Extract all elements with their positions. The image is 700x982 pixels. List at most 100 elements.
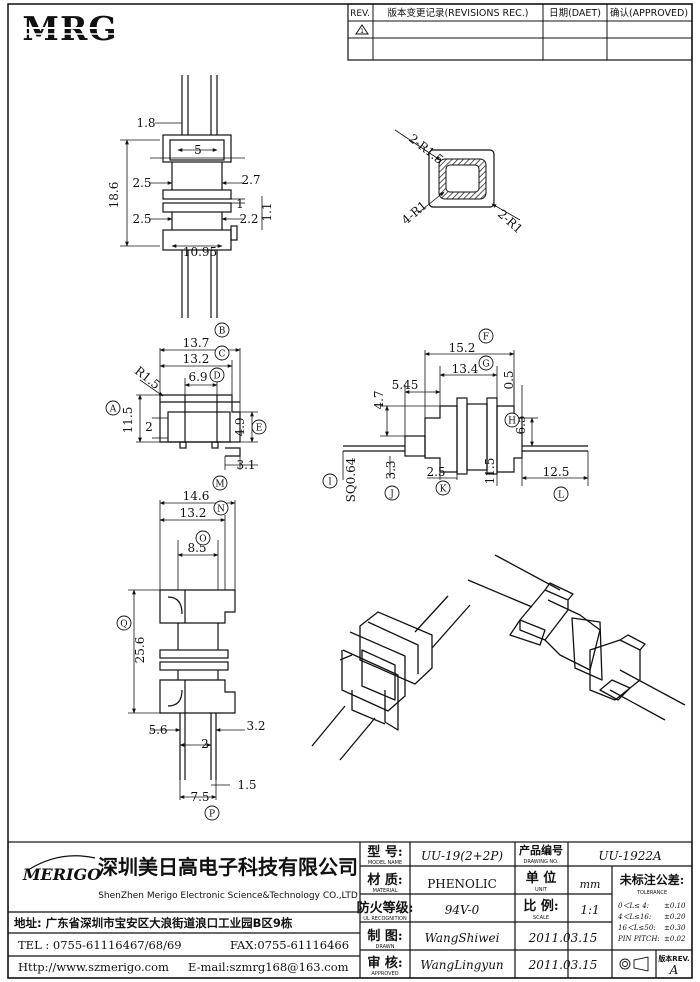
svg-text:11.5: 11.5 (483, 458, 497, 485)
svg-text:2: 2 (145, 420, 153, 434)
svg-text:L: L (558, 491, 564, 501)
circle-label-j: J (384, 485, 400, 501)
projection-symbol-icon (619, 956, 649, 972)
svg-text:G: G (482, 360, 489, 370)
svg-text:R1.5: R1.5 (132, 364, 163, 392)
svg-text:APPROVED: APPROVED (371, 971, 398, 977)
svg-text:产品编号: 产品编号 (519, 843, 563, 857)
scale-value: 1:1 (580, 903, 599, 917)
svg-text:制 图:: 制 图: (367, 928, 402, 944)
approved-date-value: 2011.03.15 (528, 958, 598, 972)
unit-value: mm (580, 878, 601, 891)
model-value: UU-19(2+2P) (421, 849, 503, 863)
svg-text:单 位: 单 位 (526, 870, 557, 886)
svg-text:2-R1.5: 2-R1.5 (406, 131, 446, 167)
svg-text:比 例:: 比 例: (523, 898, 558, 914)
svg-text:I: I (328, 478, 332, 488)
svg-text:2.5: 2.5 (426, 465, 445, 479)
svg-text:1: 1 (360, 28, 364, 35)
svg-text:1: 1 (236, 197, 244, 211)
svg-text:DRAWN: DRAWN (376, 944, 395, 950)
svg-text:13.2: 13.2 (180, 506, 207, 520)
circle-label-q: Q (116, 615, 132, 631)
svg-text:1.8: 1.8 (136, 116, 155, 130)
circle-label-p: P (204, 805, 220, 821)
svg-text:型 号:: 型 号: (367, 844, 402, 860)
svg-text:DRAWING NO.: DRAWING NO. (524, 859, 559, 865)
circle-label-i: I (322, 473, 338, 489)
bottom-view (159, 589, 236, 780)
circle-label-c: C (214, 345, 230, 361)
svg-text:防火等级:: 防火等级: (357, 900, 414, 916)
circle-label-k: K (435, 480, 451, 496)
drawing-no-value: UU-1922A (598, 849, 662, 863)
company-name-en: ShenZhen Merigo Electronic Science&Techn… (98, 891, 358, 901)
revision-table: REV. 版本变更记录(REVISIONS REC.) 日期(DAET) 确认(… (347, 3, 693, 61)
svg-text:±0.20: ±0.20 (664, 913, 686, 921)
company-name-cn: 深圳美日高电子科技有限公司 (98, 855, 358, 879)
svg-text:MODEL NAME: MODEL NAME (368, 860, 402, 866)
company-tel: TEL : 0755-61116467/68/69 (18, 938, 182, 952)
company-email: E-mail:szmrg168@163.com (188, 960, 349, 974)
svg-text:SQ0.64: SQ0.64 (344, 457, 358, 502)
svg-text:18.6: 18.6 (107, 182, 121, 209)
approved-col-header: 确认(APPROVED) (610, 7, 688, 19)
svg-text:14.6: 14.6 (183, 489, 210, 503)
svg-text:A: A (109, 405, 117, 415)
svg-text:5.45: 5.45 (392, 378, 419, 392)
svg-text:2.5: 2.5 (132, 212, 151, 226)
svg-text:材 质:: 材 质: (367, 872, 402, 888)
circle-label-g: G (478, 355, 494, 371)
svg-text:O: O (199, 535, 206, 545)
svg-text:5: 5 (194, 143, 202, 157)
svg-text:6.9: 6.9 (188, 370, 207, 384)
company-fax: FAX:0755-61116466 (230, 938, 349, 952)
svg-text:审 核:: 审 核: (367, 955, 402, 971)
svg-text:2.7: 2.7 (241, 173, 260, 187)
svg-text:0.5: 0.5 (502, 370, 516, 389)
material-value: PHENOLIC (427, 877, 497, 891)
svg-text:3.3: 3.3 (384, 460, 398, 479)
circle-label-b: B (214, 322, 230, 338)
svg-text:2-R1: 2-R1 (495, 207, 525, 236)
svg-text:PIN PITCH:: PIN PITCH: (617, 935, 660, 943)
revision-value: A (669, 963, 679, 977)
svg-text:未标注公差:: 未标注公差: (619, 872, 684, 887)
svg-text:11.5: 11.5 (121, 407, 135, 434)
svg-text:16＜L≤50:: 16＜L≤50: (618, 924, 656, 932)
circle-label-a: A (105, 400, 121, 416)
circle-label-o: O (195, 530, 211, 546)
svg-text:D: D (213, 372, 220, 382)
svg-text:K: K (440, 485, 447, 495)
svg-text:4.7: 4.7 (372, 390, 386, 409)
svg-text:M: M (215, 480, 224, 490)
circle-label-n: N (213, 500, 229, 516)
svg-text:±0.30: ±0.30 (664, 924, 686, 932)
isometric-view-right (467, 554, 686, 721)
svg-text:E: E (256, 424, 263, 434)
isometric-view-left (311, 595, 471, 761)
circle-label-m: M (212, 475, 228, 491)
svg-text:±0.10: ±0.10 (664, 902, 686, 910)
svg-text:0＜L≤ 4:: 0＜L≤ 4: (618, 902, 649, 910)
date-col-header: 日期(DAET) (549, 8, 601, 19)
svg-text:7.5: 7.5 (190, 790, 209, 804)
mid-right-view (343, 397, 588, 475)
top-view-labels: 1.8 5 18.6 2.5 2.7 1 2.5 2.2 1.1 10.95 (107, 116, 274, 259)
svg-text:2: 2 (201, 737, 209, 751)
fire-rating-value: 94V-0 (445, 903, 480, 917)
company-logo: MERIGO (22, 865, 101, 884)
svg-text:版本REV.: 版本REV. (658, 954, 689, 963)
title-block (7, 841, 693, 979)
circle-label-d: D (209, 367, 225, 383)
svg-text:C: C (219, 350, 226, 360)
svg-text:13.4: 13.4 (452, 362, 479, 376)
rev-col-header: REV. (350, 9, 370, 19)
svg-text:13.7: 13.7 (183, 336, 210, 350)
svg-text:13.2: 13.2 (183, 352, 210, 366)
svg-text:±0.02: ±0.02 (664, 935, 686, 943)
circle-label-f: F (478, 328, 494, 344)
svg-text:SCALE: SCALE (533, 915, 549, 921)
